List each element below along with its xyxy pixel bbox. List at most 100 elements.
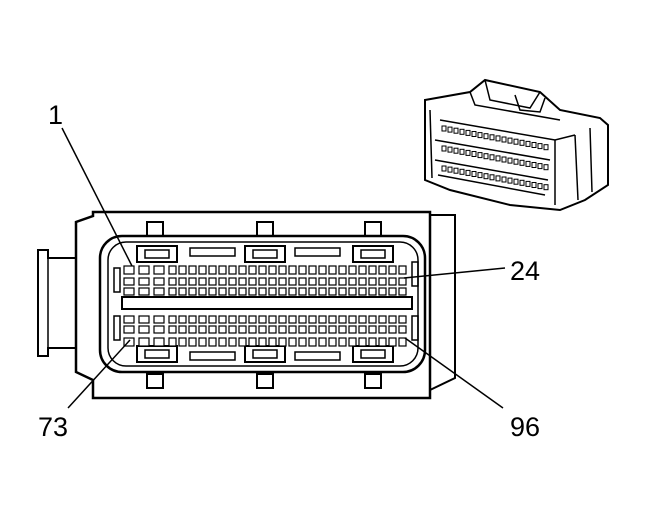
- leader-pin-96: [404, 337, 504, 409]
- pin-cavity: [368, 337, 377, 347]
- pin-cavity: [318, 325, 327, 334]
- leader-pin-1: [61, 127, 133, 267]
- pin-cavity: [308, 287, 317, 296]
- pin-cavity: [123, 265, 135, 275]
- pin-cavity: [388, 287, 397, 296]
- pin-cavity: [208, 265, 217, 275]
- iso-pin: [519, 179, 525, 186]
- iso-pin: [543, 184, 549, 191]
- iso-pin: [531, 162, 537, 168]
- pin-cavity: [238, 337, 247, 347]
- pin-cavity: [348, 315, 357, 324]
- pin-cavity: [398, 325, 407, 334]
- pin-cavity: [138, 337, 150, 347]
- pin-cavity: [228, 277, 237, 286]
- leader-pin-24: [403, 267, 506, 279]
- pin-cavity: [248, 325, 257, 334]
- iso-pin: [513, 178, 519, 185]
- pin-cavity: [288, 315, 297, 324]
- bottom-latch-windows: [136, 345, 394, 363]
- iso-pin: [453, 147, 459, 154]
- iso-pin: [501, 176, 507, 183]
- pin-cavity: [378, 325, 387, 334]
- iso-pin: [507, 177, 513, 184]
- iso-pin: [537, 183, 543, 190]
- pin-cavity: [218, 325, 227, 334]
- pin-cavity: [268, 265, 277, 275]
- pin-cavity: [198, 265, 207, 275]
- pin-cavity: [308, 325, 317, 334]
- pin-cavity: [178, 287, 187, 296]
- pin-cavity: [348, 265, 357, 275]
- pin-cavity: [368, 315, 377, 324]
- iso-pin: [465, 169, 471, 176]
- pin-cavity: [218, 337, 227, 347]
- pin-cavity: [168, 337, 177, 347]
- housing-ring-outer: [98, 234, 427, 374]
- pin-cavity: [358, 277, 367, 286]
- pin-cavity: [288, 337, 297, 347]
- pin-cavity: [268, 277, 277, 286]
- iso-pin: [459, 148, 465, 155]
- pin-cavity: [358, 337, 367, 347]
- iso-pin: [453, 127, 459, 134]
- iso-pin: [495, 175, 501, 182]
- pin-cavity: [398, 337, 407, 347]
- pin-cavity: [138, 277, 150, 286]
- pin-cavity: [358, 287, 367, 296]
- pin-cavity: [288, 325, 297, 334]
- pin-cavity: [218, 315, 227, 324]
- pin-cavity: [368, 265, 377, 275]
- pin-cavity: [138, 325, 150, 334]
- pin-cavity: [238, 287, 247, 296]
- pin-cavity: [288, 277, 297, 286]
- right-edge: [429, 214, 456, 391]
- pin-cavity: [398, 287, 407, 296]
- pin-cavity: [318, 337, 327, 347]
- pin-cavity: [368, 277, 377, 286]
- pin-cavity: [328, 287, 337, 296]
- pin-cavity: [238, 325, 247, 334]
- leader-pin-73: [67, 339, 131, 409]
- pin-cavity: [178, 325, 187, 334]
- pin-cavity: [348, 337, 357, 347]
- iso-pin: [525, 140, 531, 147]
- pin-cavity: [338, 337, 347, 347]
- pin-cavity: [278, 315, 287, 324]
- pin-cavity: [238, 277, 247, 286]
- pin-cavity: [258, 287, 267, 296]
- iso-pin: [519, 159, 525, 166]
- housing-ring-inner: [107, 241, 419, 367]
- connector-face-view: [37, 210, 456, 400]
- pin-cavity: [378, 315, 387, 324]
- pin-cavity: [288, 287, 297, 296]
- pin-cavity: [318, 277, 327, 286]
- iso-pin: [471, 151, 477, 157]
- pin-cavity: [348, 325, 357, 334]
- iso-pin: [471, 131, 477, 137]
- iso-pin: [489, 174, 495, 181]
- left-latch: [37, 249, 76, 357]
- pin-cavity: [198, 315, 207, 324]
- pin-cavity: [328, 315, 337, 324]
- pin-cavity: [238, 265, 247, 275]
- pin-cavity: [198, 277, 207, 286]
- pin-cavity: [378, 265, 387, 275]
- pin-cavity: [278, 277, 287, 286]
- pin-cavity: [168, 315, 177, 324]
- pin-cavity: [358, 315, 367, 324]
- pin-cavity: [338, 325, 347, 334]
- label-pin-73: 73: [38, 412, 68, 442]
- pin-cavity: [298, 265, 307, 275]
- pin-cavity: [268, 325, 277, 334]
- pin-cavity: [358, 265, 367, 275]
- pin-cavity: [278, 337, 287, 347]
- pin-cavity: [208, 287, 217, 296]
- pin-cavity: [318, 315, 327, 324]
- pin-cavity: [378, 287, 387, 296]
- center-divider: [121, 296, 413, 310]
- pin-cavity: [298, 287, 307, 296]
- pin-cavity: [248, 315, 257, 324]
- iso-pin: [447, 126, 453, 133]
